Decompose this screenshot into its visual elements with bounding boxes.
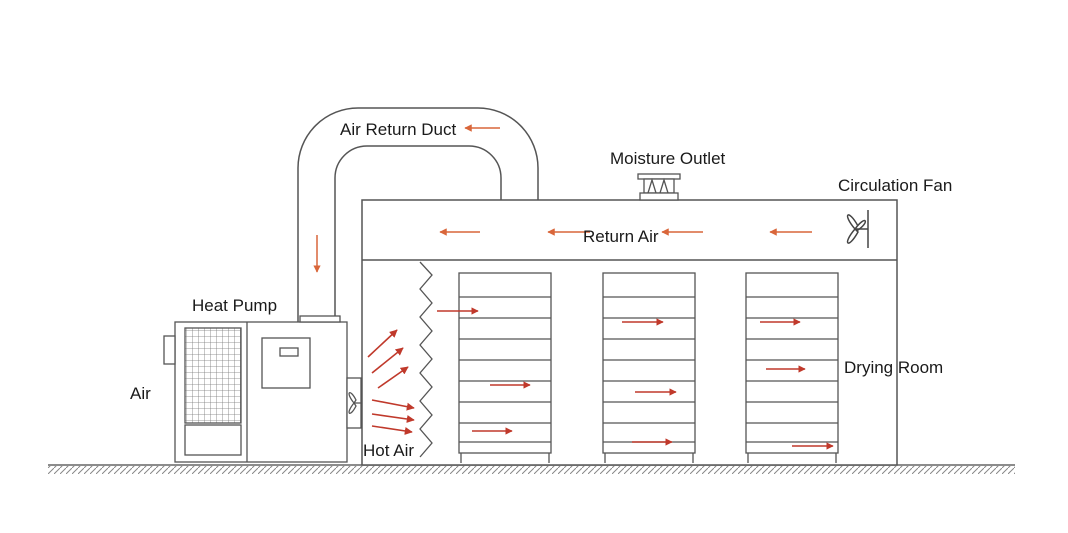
- duct-flow-arrows: [313, 124, 500, 273]
- hot-air-arrows: [367, 329, 415, 435]
- heat-pump-label: Heat Pump: [192, 296, 278, 315]
- air-return-duct: [297, 107, 539, 322]
- air-return-duct-label: Air Return Duct: [340, 120, 457, 139]
- heat-pump: [163, 315, 362, 463]
- rack-flow-arrows: [437, 307, 834, 450]
- drying-racks: [458, 272, 839, 463]
- air-distributor: [419, 261, 433, 458]
- rack-2: [602, 272, 696, 463]
- circulation-fan-label: Circulation Fan: [838, 176, 953, 195]
- drying-room-label: Drying Room: [844, 358, 944, 377]
- moisture-outlet-label: Moisture Outlet: [610, 149, 726, 168]
- hot-air-label: Hot Air: [363, 441, 415, 460]
- rack-1: [458, 272, 552, 463]
- air-label: Air: [130, 384, 151, 403]
- moisture-outlet: [637, 173, 681, 201]
- rack-3: [745, 272, 839, 463]
- return-air-label: Return Air: [583, 227, 659, 246]
- ground: [48, 464, 1015, 474]
- circulation-fan: [846, 210, 869, 248]
